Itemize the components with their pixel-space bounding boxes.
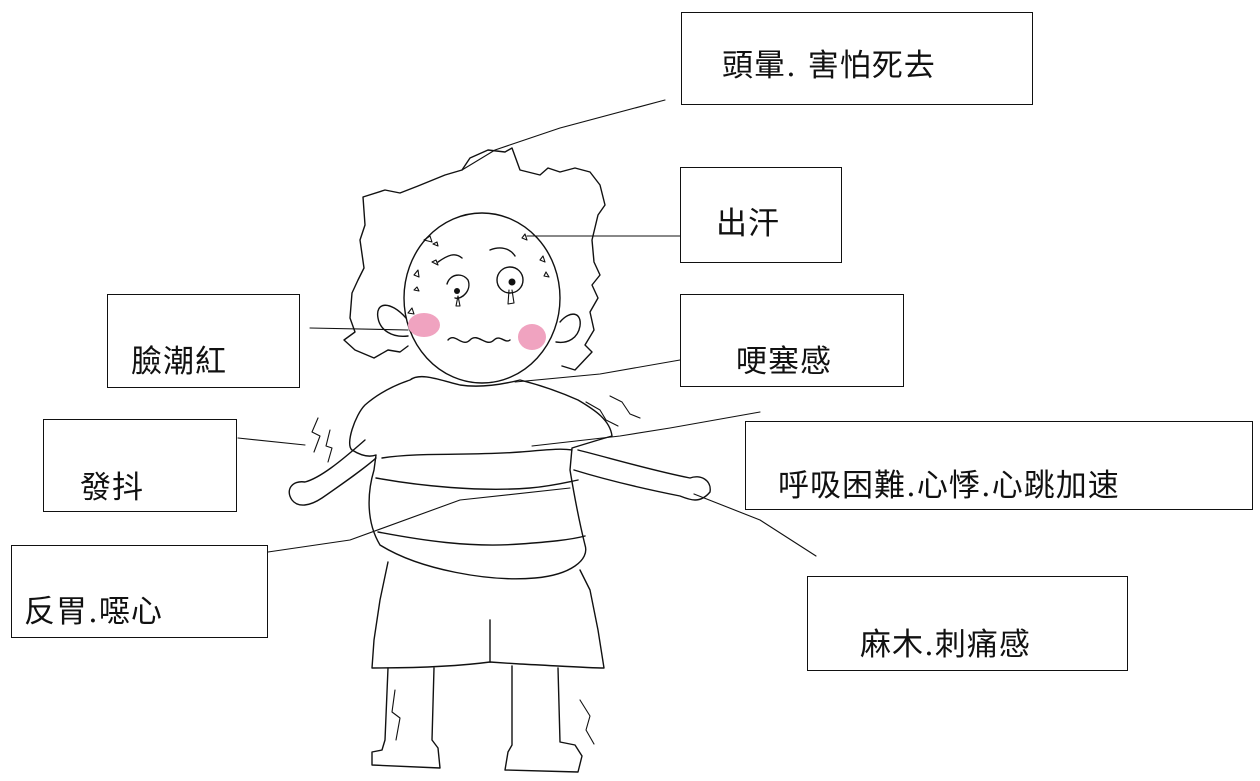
label-box-tremble xyxy=(43,419,237,512)
head-outline xyxy=(403,212,561,384)
right-tear xyxy=(507,289,515,305)
leader-line-flush xyxy=(309,327,409,331)
label-box-sweat xyxy=(680,167,842,263)
right-ear xyxy=(555,313,581,344)
label-box-flush xyxy=(107,294,300,388)
label-flush: 臉潮紅 xyxy=(131,344,227,380)
left-pupil xyxy=(454,288,460,294)
shirt-stripe xyxy=(375,477,579,490)
left-eyebrow xyxy=(437,254,463,263)
left-ear xyxy=(376,304,409,337)
shirt-stripe xyxy=(377,531,586,546)
label-choke: 哽塞感 xyxy=(736,344,832,380)
right-pupil xyxy=(508,278,516,286)
leader-line-numb xyxy=(693,493,817,557)
left-tear xyxy=(455,295,461,307)
sweat-drop xyxy=(407,233,550,315)
label-box-numb xyxy=(807,576,1128,671)
right-eye xyxy=(496,266,524,294)
label-box-breath xyxy=(745,421,1253,510)
leader-line-nausea xyxy=(267,487,571,553)
label-dizzy: 頭暈. 害怕死去 xyxy=(722,48,936,84)
hair-outline xyxy=(343,147,606,371)
wavy-mouth xyxy=(447,337,511,343)
right-leg xyxy=(504,665,583,773)
label-sweat: 出汗 xyxy=(716,206,780,242)
leader-line-breath xyxy=(531,411,761,447)
label-box-dizzy xyxy=(681,12,1033,105)
left-blush xyxy=(408,313,440,337)
shirt-outline xyxy=(348,376,613,580)
left-leg xyxy=(371,667,441,769)
right-blush xyxy=(518,324,546,350)
label-numb: 麻木.刺痛感 xyxy=(860,627,1031,663)
leader-line-dizzy xyxy=(461,99,666,171)
leader-line-tremble xyxy=(237,437,306,446)
label-tremble: 發抖 xyxy=(80,470,144,506)
label-box-choke xyxy=(680,294,904,387)
leader-line-choke xyxy=(514,359,681,383)
label-nausea: 反胃.噁心 xyxy=(24,594,163,630)
label-box-nausea xyxy=(11,545,268,638)
right-arm xyxy=(573,449,711,501)
label-breath: 呼吸困難.心悸.心跳加速 xyxy=(778,468,1120,504)
right-eyebrow xyxy=(489,247,516,257)
tremble-mark xyxy=(311,395,641,463)
shirt-stripe xyxy=(381,448,573,459)
left-eye xyxy=(446,274,470,299)
tremble-mark xyxy=(391,689,595,745)
left-arm xyxy=(288,439,377,506)
